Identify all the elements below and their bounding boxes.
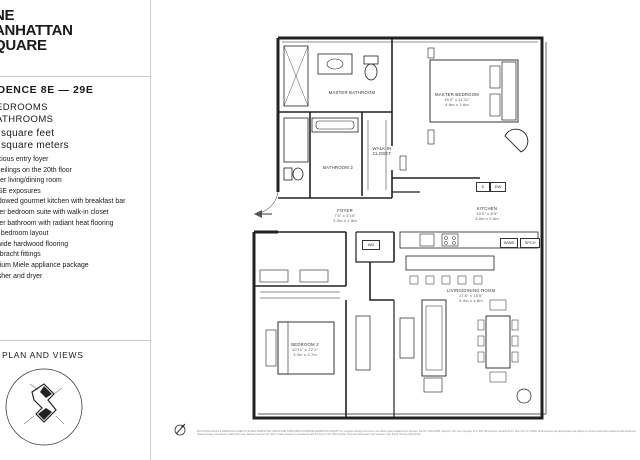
north-arrow-icon: [174, 423, 186, 436]
brand-logo: NE ANHATTAN QUARE: [0, 8, 73, 53]
appliance-k: K: [476, 182, 490, 192]
feature-item: ' wide hardwood flooring: [0, 240, 69, 248]
feature-item: ndowed gourmet kitchen with breakfast ba…: [0, 198, 126, 206]
label-master-bathroom: MASTER BATHROOM: [328, 90, 376, 95]
residence-title: IDENCE 8E — 29E: [0, 84, 94, 96]
label-kitchen: KITCHEN 10'0" x 8'4" 3.0m x 2.5m: [475, 206, 499, 222]
wine-fridge: WINE: [500, 238, 518, 248]
brand-line-3: QUARE: [0, 37, 47, 54]
dishwasher: DW: [490, 182, 506, 192]
bathrooms-count: ATHROOMS: [0, 114, 54, 125]
key-plan-diagram: [5, 368, 83, 446]
label-walk-in-closet: WALK IN CLOSET: [372, 146, 392, 157]
square-feet: 3 square feet: [0, 128, 55, 139]
brand-line-1: NE: [0, 7, 15, 24]
panel-divider: [150, 0, 151, 460]
info-panel: NE ANHATTAN QUARE IDENCE 8E — 29E EDROOM…: [0, 0, 150, 460]
feature-item: asher and dryer: [0, 272, 43, 280]
entry-arrow-icon: [254, 210, 262, 218]
label-bedroom-2: BEDROOM 2 10'11" x 12'1" 3.3m x 3.7m: [291, 342, 319, 358]
label-living-dining: LIVING/DINING ROOM 17'8" x 15'5" 5.4m x …: [446, 288, 496, 304]
brand-line-2: ANHATTAN: [0, 22, 73, 39]
plan-and-views-heading: PLAN AND VIEWS: [2, 350, 84, 360]
feature-item: / SE exposures: [0, 187, 41, 195]
feature-item: lit bedroom layout: [0, 230, 49, 238]
feature-item: rner living/dining room: [0, 177, 62, 185]
feature-item: ster bathroom with radiant heat flooring: [0, 219, 114, 227]
divider: [0, 340, 150, 341]
feature-list: acious entry foyer ' ceilings on the 20t…: [0, 155, 125, 282]
feature-item: ' ceilings on the 20th floor: [0, 166, 72, 174]
feature-item: mbracht fittings: [0, 251, 41, 259]
speed-oven: SPCH: [520, 238, 540, 248]
washer-dryer: WD: [362, 240, 380, 250]
bedrooms-count: EDROOMS: [0, 102, 48, 113]
feature-item: ster bedroom suite with walk-in closet: [0, 208, 109, 216]
feature-item: mium Miele appliance package: [0, 261, 89, 269]
square-meters: 3 square meters: [0, 140, 69, 151]
legal-disclaimer: EXCLUSIVE SALES & MARKETING AGENTS: EXTE…: [197, 430, 637, 436]
area: 3 square feet 3 square meters: [0, 128, 69, 152]
divider: [0, 76, 150, 77]
feature-item: acious entry foyer: [0, 156, 49, 163]
label-foyer: FOYER 7'5" x 4'10" 2.2m x 1.5m: [333, 208, 357, 224]
room-counts: EDROOMS ATHROOMS: [0, 102, 53, 126]
label-master-bedroom: MASTER BEDROOM 15'3" x 11'11" 4.6m x 3.6…: [434, 92, 480, 108]
floor-plan: [252, 36, 547, 420]
label-bathroom-2: BATHROOM 2: [322, 165, 354, 170]
